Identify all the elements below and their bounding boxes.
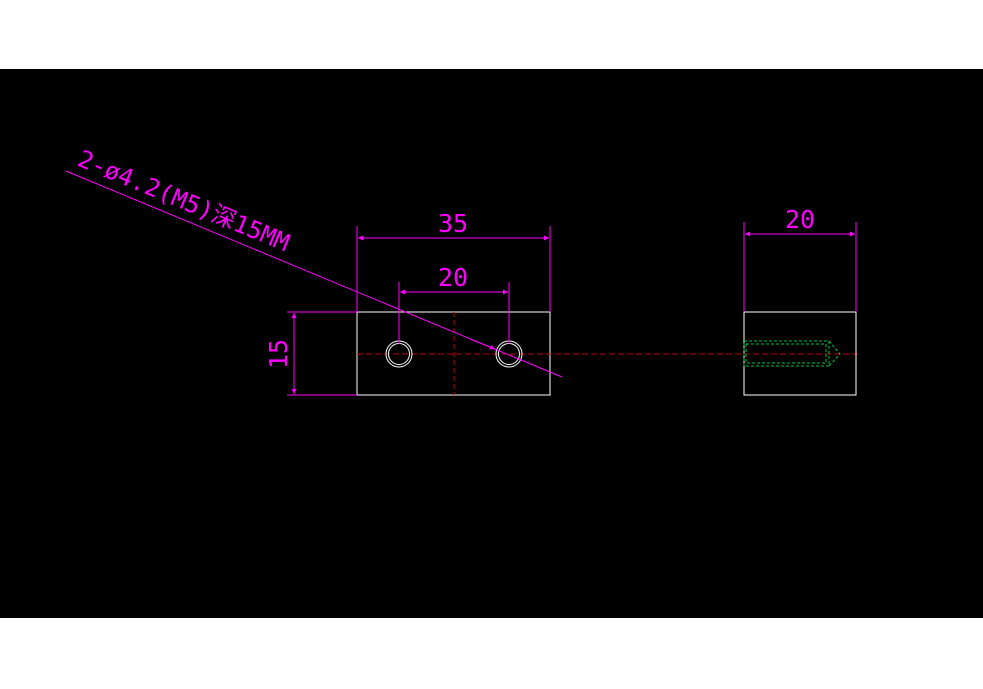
side-view: 20 <box>743 205 857 396</box>
dimension-hole-spacing: 20 <box>398 263 510 344</box>
dimension-hole-spacing-label: 20 <box>438 263 468 292</box>
dimension-15: 15 <box>264 311 357 396</box>
dimension-side-20-label: 20 <box>785 205 815 234</box>
front-view: 35 20 15 2-ø4.2(M5)深15MM <box>65 145 858 396</box>
cad-drawing-canvas: 35 20 15 2-ø4.2(M5)深15MM <box>0 69 983 618</box>
right-hole <box>495 340 523 368</box>
hidden-threaded-hole <box>743 340 841 367</box>
hole-callout-label: 2-ø4.2(M5)深15MM <box>74 145 294 257</box>
dimension-side-20: 20 <box>743 205 857 312</box>
hole-callout-leader: 2-ø4.2(M5)深15MM <box>65 145 563 378</box>
dimension-15-label: 15 <box>264 339 293 369</box>
dimension-35-label: 35 <box>438 209 468 238</box>
technical-drawing: 35 20 15 2-ø4.2(M5)深15MM <box>65 145 858 396</box>
dimension-35: 35 <box>356 209 551 312</box>
